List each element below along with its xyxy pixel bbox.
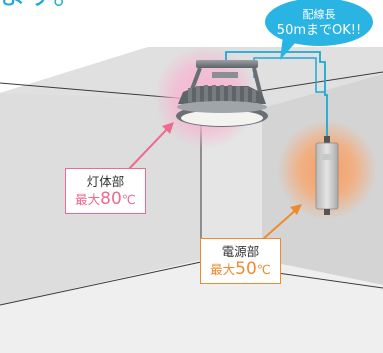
- bubble-line-2: 50mまでOK!!: [276, 23, 362, 38]
- lamp-temp-prefix: 最大: [75, 192, 101, 207]
- lamp-temp-unit: ℃: [121, 192, 136, 207]
- power-supply-unit: [315, 136, 339, 215]
- lamp-pointer-arrow: [162, 122, 174, 134]
- bubble-line-1: 配線長: [302, 8, 336, 21]
- cable-length-bubble: 配線長 50mまでOK!!: [265, 0, 373, 44]
- psu-label-temp: 最大50℃: [201, 260, 280, 279]
- psu-temp-prefix: 最大: [210, 262, 236, 277]
- lamp-label-temp: 最大80℃: [66, 190, 145, 209]
- lamp-fixture: [176, 60, 268, 127]
- partial-heading-text: ます。: [0, 0, 82, 9]
- lamp-label-name: 灯体部: [86, 174, 125, 189]
- psu-pointer-arrow: [290, 204, 302, 215]
- lamp-temp-value: 80: [100, 189, 122, 209]
- psu-temp-unit: ℃: [256, 262, 271, 277]
- lamp-pointer: [127, 125, 171, 171]
- power-wire: [225, 51, 328, 140]
- psu-temperature-label: 電源部 最大50℃: [200, 238, 281, 284]
- cable-length-bubble-shape: [265, 0, 373, 60]
- psu-temp-value: 50: [235, 259, 257, 279]
- psu-label-name: 電源部: [221, 244, 260, 259]
- floor: [0, 260, 383, 353]
- lamp-temperature-label: 灯体部 最大80℃: [65, 168, 146, 214]
- psu-pointer: [261, 207, 299, 241]
